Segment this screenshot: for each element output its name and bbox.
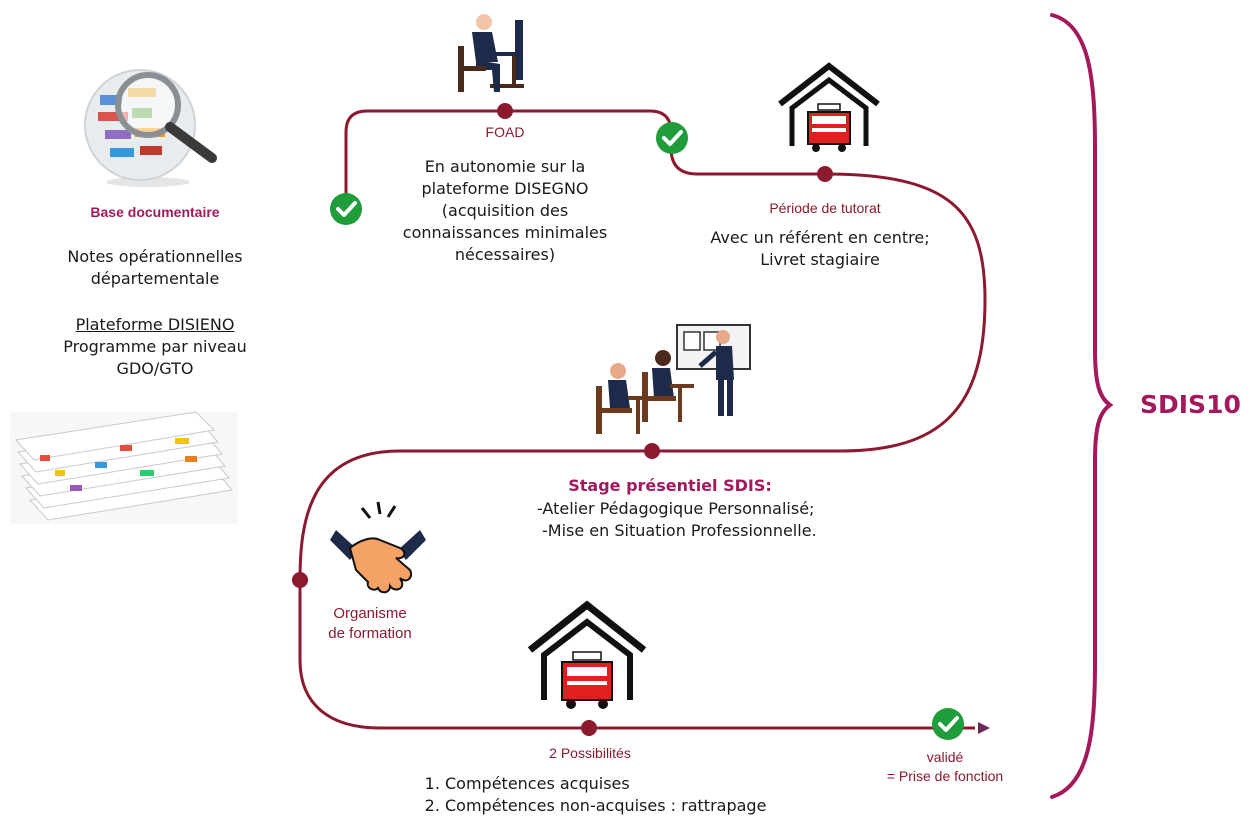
stage-dot [644, 443, 660, 459]
foad-label: FOAD [485, 124, 525, 140]
foad-description: En autonomie sur la plateforme DISEGNO (… [360, 156, 650, 266]
possibilites-list: Compétences acquises Compétences non-acq… [405, 773, 865, 817]
organisme-label: Organisme de formation [310, 604, 430, 644]
possibilites-label: 2 Possibilités [549, 745, 631, 761]
foad-desc-line: connaissances minimales [402, 223, 608, 242]
arrow-icon [978, 722, 990, 734]
person-at-computer-icon [458, 14, 524, 92]
valide-label: validé = Prise de fonction [860, 748, 1030, 786]
magnifier-globe-icon [84, 69, 217, 187]
foad-desc-line: nécessaires) [454, 245, 556, 264]
sidebar-notes: Notes opérationnelles départementale [67, 247, 243, 288]
journey-path [298, 109, 987, 730]
organisme-label-line: de formation [328, 625, 412, 642]
foad-desc-line: (acquisition des [441, 201, 569, 220]
stage-title: Stage présentiel SDIS: [568, 476, 772, 495]
organisme-dot [292, 572, 308, 588]
fire-station-icon [527, 600, 647, 709]
valide-label-line: validé [926, 749, 964, 765]
list-item: Compétences acquises [445, 773, 865, 795]
possibilites-dot [581, 720, 597, 736]
valide-label-line: = Prise de fonction [886, 768, 1004, 784]
check-icon [330, 193, 362, 225]
tutorat-description: Avec un référent en centre; Livret stagi… [650, 227, 990, 271]
check-icon [656, 122, 688, 154]
tutorat-dot [817, 166, 833, 182]
brace [1050, 13, 1114, 799]
tutorat-desc-line: Livret stagiaire [760, 250, 880, 269]
tutorat-label: Période de tutorat [769, 200, 881, 216]
tutorat-desc-line: Avec un référent en centre; [710, 228, 930, 247]
list-item: Compétences non-acquises : rattrapage [445, 795, 865, 817]
foad-desc-line: plateforme DISEGNO [421, 179, 589, 198]
organisme-label-line: Organisme [333, 605, 407, 622]
stage-item: -Mise en Situation Professionnelle. [542, 521, 817, 540]
document-stack-icon [10, 411, 238, 524]
stage-item: -Atelier Pédagogique Personnalisé; [537, 499, 815, 518]
sdis10-label: SDIS10 [1140, 390, 1241, 419]
foad-dot [497, 103, 513, 119]
handshake-icon [330, 501, 426, 594]
sidebar-platform-link[interactable]: Plateforme DISIENO [75, 315, 235, 334]
fire-station-icon [778, 62, 880, 152]
sidebar-title: Base documentaire [90, 204, 220, 220]
sidebar-program-line1: Programme par niveau [63, 337, 247, 356]
check-icon [932, 708, 964, 740]
foad-desc-line: En autonomie sur la [424, 157, 586, 176]
sidebar-program-line2: GDO/GTO [116, 359, 194, 378]
classroom-icon [596, 324, 751, 434]
